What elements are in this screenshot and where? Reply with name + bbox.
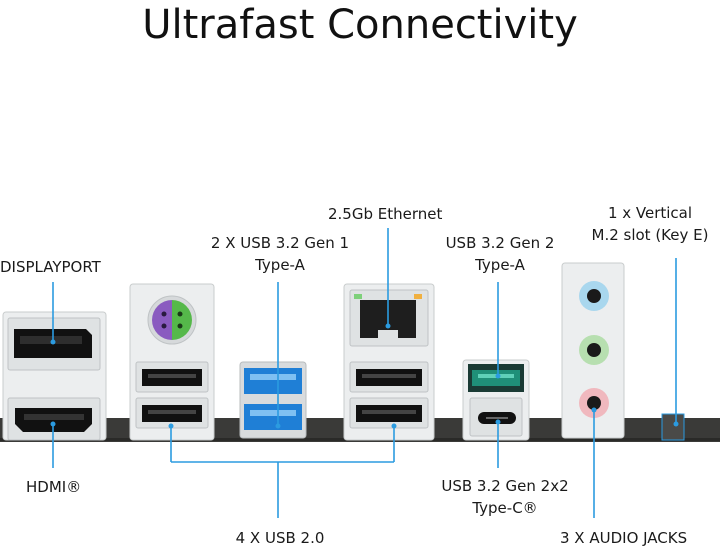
callout-dots	[50, 323, 679, 429]
callout-lines	[52, 228, 677, 518]
label-m2-vertical-line2: M.2 slot (Key E)	[591, 226, 709, 244]
label-usb32gen1-line1: 2 X USB 3.2 Gen 1	[210, 234, 350, 252]
ps2-port-green	[172, 300, 192, 340]
label-usb32gen2: USB 3.2 Gen 2 Type-A	[430, 232, 570, 276]
label-usb32gen1: 2 X USB 3.2 Gen 1 Type-A	[195, 232, 365, 276]
usb32gen2-stack	[462, 359, 530, 441]
usb32gen1-port-1	[244, 368, 302, 394]
label-displayport: DISPLAYPORT	[0, 258, 101, 276]
m2-slot	[661, 413, 685, 441]
label-usb32gen1-line2: Type-A	[255, 256, 305, 274]
label-usb20: 4 X USB 2.0	[235, 529, 325, 547]
label-usb32gen2x2-line2: Type-C®	[472, 499, 538, 517]
page-title: Ultrafast Connectivity	[142, 2, 578, 48]
audio-jacks-stack	[561, 262, 625, 439]
ps2-port-purple	[152, 300, 172, 340]
ps2-usb20-stack	[129, 283, 215, 441]
label-usb32gen2-line2: Type-A	[475, 256, 525, 274]
label-m2-vertical-line1: 1 x Vertical	[607, 204, 693, 222]
dp-hdmi-bracket	[2, 311, 107, 441]
usb32gen1-stack	[239, 361, 307, 439]
label-audio-jacks: 3 X AUDIO JACKS	[560, 529, 688, 547]
label-hdmi: HDMI®	[26, 478, 82, 496]
label-usb32gen2x2: USB 3.2 Gen 2x2 Type-C®	[420, 475, 590, 519]
label-usb32gen2-line1: USB 3.2 Gen 2	[445, 234, 555, 252]
usb32gen1-port-2	[244, 404, 302, 430]
ethernet-usb20-stack	[343, 283, 435, 441]
label-m2-vertical: 1 x Vertical M.2 slot (Key E)	[580, 202, 720, 246]
label-ethernet: 2.5Gb Ethernet	[328, 205, 443, 223]
label-usb32gen2x2-line1: USB 3.2 Gen 2x2	[441, 477, 569, 495]
